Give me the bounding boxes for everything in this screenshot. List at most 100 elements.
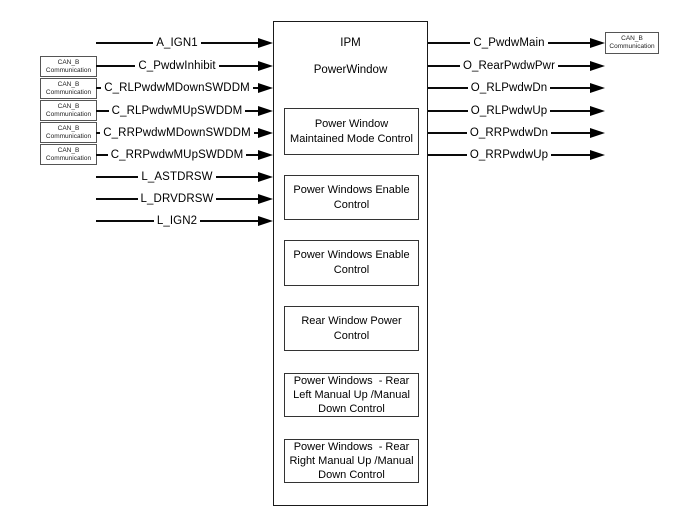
signal-wire (245, 110, 259, 112)
signal-label: L_IGN2 (156, 214, 198, 227)
signal-wire (96, 42, 154, 44)
signal-label: L_DRVDRSW (140, 192, 214, 205)
can-b-communication-box: CAN_B Communication (40, 100, 97, 121)
arrow-right-icon (590, 61, 605, 71)
can-box-label: CAN_B (57, 80, 80, 88)
signal-label: O_RRPwdwUp (469, 148, 549, 161)
signal-label: O_RLPwdwDn (470, 81, 548, 94)
signal-wire (550, 110, 591, 112)
sub-block-label-line: Power Window (314, 117, 389, 130)
sub-block-power-windows-enable-control-1: Power Windows Enable Control (284, 175, 419, 220)
can-b-communication-box: CAN_B Communication (40, 56, 97, 77)
arrow-right-icon (258, 172, 274, 182)
can-b-communication-box: CAN_B Communication (40, 78, 97, 99)
can-b-communication-box: CAN_B Communication (40, 144, 97, 165)
arrow-right-icon (258, 150, 273, 160)
sub-block-label-line: Power Windows - Rear (293, 441, 410, 453)
signal-wire (200, 220, 259, 222)
sub-block-rear-left-manual-up-down-control: Power Windows - Rear Left Manual Up /Man… (284, 373, 419, 417)
block-title: IPM PowerWindow (274, 36, 427, 77)
signal-wire (96, 198, 138, 200)
input-row-a-ign1: A_IGN1 (96, 32, 274, 54)
arrow-right-icon (590, 38, 605, 48)
can-box-label: Communication (45, 66, 92, 74)
signal-label: O_RLPwdwUp (470, 104, 548, 117)
can-box-label: Communication (609, 43, 655, 50)
signal-wire (96, 176, 139, 178)
can-box-label: CAN_B (57, 58, 80, 66)
input-row-c-pwdwinhibit: C_PwdwInhibit (96, 55, 273, 77)
output-row-o-rlpwdwdn: O_RLPwdwDn (428, 77, 606, 99)
input-row-l-ign2: L_IGN2 (96, 210, 274, 232)
signal-wire (558, 65, 590, 67)
sub-block-label-line: Down Control (318, 403, 385, 415)
signal-wire (551, 154, 591, 156)
signal-wire (428, 42, 471, 44)
signal-wire (215, 176, 259, 178)
sub-block-label-line: Maintained Mode Control (290, 132, 413, 145)
input-row-c-rrpwdwmdownswddm: C_RRPwdwMDownSWDDM (96, 122, 274, 144)
signal-label: O_RearPwdwPwr (462, 59, 556, 72)
output-row-o-rearpwdwpwr: O_RearPwdwPwr (428, 55, 605, 77)
signal-label: C_RLPwdwMUpSWDDM (111, 104, 243, 117)
sub-block-label-line: Down Control (318, 469, 385, 481)
signal-wire (428, 154, 467, 156)
arrow-right-icon (258, 38, 274, 48)
sub-block-power-windows-enable-control-2: Power Windows Enable Control (284, 240, 419, 286)
arrow-right-icon (590, 106, 606, 116)
arrow-right-icon (590, 83, 606, 93)
input-row-c-rlpwdwmdownswddm: C_RLPwdwMDownSWDDM (96, 77, 274, 99)
arrow-right-icon (590, 128, 606, 138)
can-box-label: Communication (45, 88, 92, 96)
arrow-right-icon (258, 216, 274, 226)
signal-wire (252, 87, 259, 89)
sub-block-rear-window-power-control: Rear Window Power Control (284, 306, 419, 351)
signal-wire (547, 42, 590, 44)
signal-wire (216, 198, 258, 200)
signal-wire (96, 110, 109, 112)
can-box-label: Communication (45, 110, 92, 118)
sub-block-label-line: Left Manual Up /Manual (293, 389, 410, 401)
signal-wire (428, 132, 467, 134)
signal-label: A_IGN1 (156, 36, 198, 49)
can-b-communication-box: CAN_B Communication (40, 122, 97, 143)
signal-label: C_PwdwMain (473, 36, 545, 49)
signal-wire (428, 87, 468, 89)
sub-block-label-line: Control (333, 198, 370, 211)
sub-block-label-line: Control (333, 329, 370, 342)
signal-wire (200, 42, 259, 44)
signal-wire (246, 154, 258, 156)
signal-wire (96, 65, 136, 67)
signal-label: C_PwdwInhibit (138, 59, 216, 72)
signal-wire (551, 132, 591, 134)
sub-block-rear-right-manual-up-down-control: Power Windows - Rear Right Manual Up /Ma… (284, 439, 419, 483)
signal-wire (253, 132, 259, 134)
can-box-label: CAN_B (57, 124, 80, 132)
sub-block-label-line: Right Manual Up /Manual (289, 455, 414, 467)
input-row-c-rrpwdwmupswddm: C_RRPwdwMUpSWDDM (96, 144, 273, 166)
sub-block-label-line: Rear Window Power (301, 314, 402, 327)
signal-wire (96, 87, 102, 89)
signal-wire (428, 110, 468, 112)
can-box-label: CAN_B (57, 146, 80, 154)
signal-wire (96, 132, 101, 134)
signal-wire (96, 220, 154, 222)
arrow-right-icon (258, 194, 273, 204)
ipm-powerwindow-block: IPM PowerWindow Power Window Maintained … (273, 21, 428, 506)
signal-wire (550, 87, 591, 89)
can-box-label: CAN_B (621, 35, 643, 42)
output-row-o-rrpwdwdn: O_RRPwdwDn (428, 122, 606, 144)
sub-block-label-line: Control (333, 264, 370, 276)
can-box-label: Communication (45, 154, 92, 162)
signal-label: C_RLPwdwMDownSWDDM (104, 81, 250, 94)
input-row-l-drvdrsw: L_DRVDRSW (96, 188, 273, 210)
signal-label: C_RRPwdwMDownSWDDM (103, 126, 251, 139)
output-row-o-rrpwdwup: O_RRPwdwUp (428, 144, 606, 166)
signal-label: C_RRPwdwMUpSWDDM (110, 148, 244, 161)
arrow-right-icon (258, 61, 273, 71)
input-row-c-rlpwdwmupswddm: C_RLPwdwMUpSWDDM (96, 100, 274, 122)
block-title-powerwindow: PowerWindow (313, 64, 388, 76)
output-row-c-pwdwmain: C_PwdwMain (428, 32, 605, 54)
signal-wire (218, 65, 258, 67)
signal-label: O_RRPwdwDn (469, 126, 549, 139)
